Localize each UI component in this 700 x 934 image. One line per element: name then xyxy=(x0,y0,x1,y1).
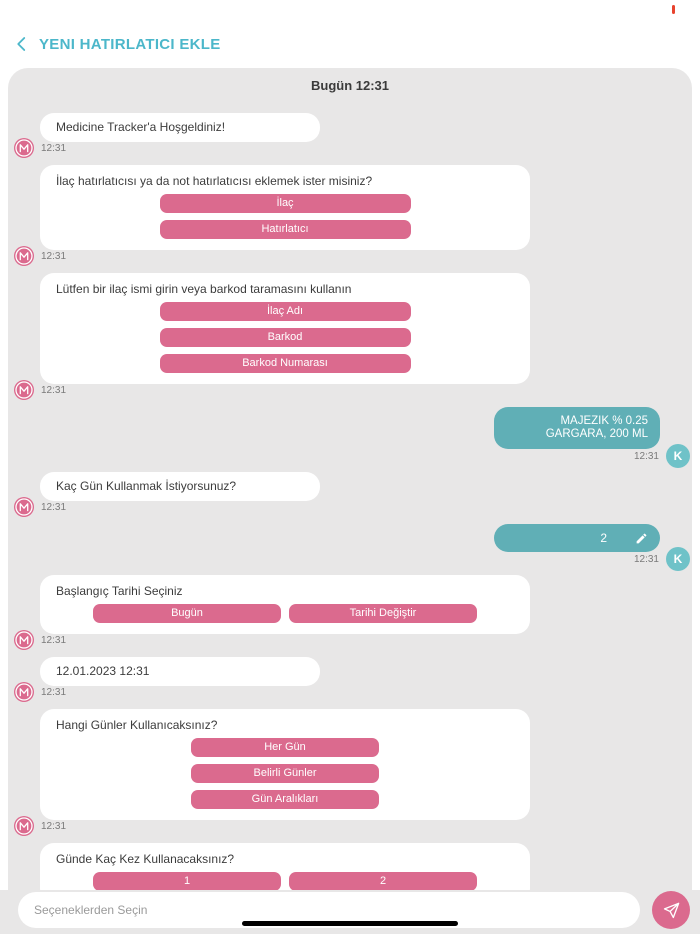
user-message-bubble: 2 xyxy=(494,524,660,552)
medicine-tracker-logo-icon xyxy=(15,631,33,649)
message-meta: 12:31 xyxy=(14,497,692,517)
quick-reply-button-1[interactable]: 1 xyxy=(93,872,281,890)
user-avatar: K xyxy=(666,547,690,571)
message-meta: 12:31 xyxy=(14,630,692,650)
quick-reply-group: Her Gün Belirli Günler Gün Aralıkları xyxy=(56,738,514,809)
quick-reply-group: 1 2 xyxy=(56,872,514,890)
message-group: Başlangıç Tarihi Seçiniz Bugün Tarihi De… xyxy=(8,575,692,650)
message-list: Medicine Tracker'a Hoşgeldiniz! 12:31 İl… xyxy=(8,94,692,890)
timestamp: 12:31 xyxy=(41,686,67,698)
send-button[interactable] xyxy=(652,891,690,929)
date-header: Bugün 12:31 xyxy=(310,78,389,93)
edit-pencil-icon[interactable] xyxy=(635,532,648,545)
message-meta: 12:31 K xyxy=(8,444,690,468)
message-text: Lütfen bir ilaç ismi girin veya barkod t… xyxy=(56,282,352,296)
medicine-tracker-logo-icon xyxy=(15,247,33,265)
composer-bar xyxy=(0,890,700,934)
home-indicator[interactable] xyxy=(242,921,458,926)
chat-container: Bugün 12:31 Medicine Tracker'a Hoşgeldin… xyxy=(8,68,692,890)
bot-avatar xyxy=(14,630,34,650)
quick-reply-button-gun-araliklari[interactable]: Gün Aralıkları xyxy=(191,790,379,809)
message-meta: 12:31 xyxy=(14,246,692,266)
timestamp: 12:31 xyxy=(41,142,67,154)
message-group: Kaç Gün Kullanmak İstiyorsunuz? 12:31 xyxy=(8,472,692,517)
message-group: Medicine Tracker'a Hoşgeldiniz! 12:31 xyxy=(8,113,692,158)
timestamp: 12:31 xyxy=(41,820,67,832)
message-group: Günde Kaç Kez Kullanacaksınız? 1 2 xyxy=(8,843,692,890)
bot-avatar xyxy=(14,682,34,702)
medicine-tracker-logo-icon xyxy=(15,817,33,835)
message-text: Başlangıç Tarihi Seçiniz xyxy=(56,584,183,598)
bot-avatar xyxy=(14,246,34,266)
back-button[interactable] xyxy=(10,33,34,57)
message-group: Hangi Günler Kullanıcaksınız? Her Gün Be… xyxy=(8,709,692,836)
page-title: YENI HATIRLATICI EKLE xyxy=(39,36,221,53)
message-text: İlaç hatırlatıcısı ya da not hatırlatıcı… xyxy=(56,174,373,188)
send-paper-plane-icon xyxy=(663,902,679,918)
message-text: Hangi Günler Kullanıcaksınız? xyxy=(56,718,218,732)
medicine-tracker-logo-icon xyxy=(15,139,33,157)
quick-reply-button-2[interactable]: 2 xyxy=(289,872,477,890)
bot-message-bubble: 12.01.2023 12:31 xyxy=(40,657,320,686)
quick-reply-button-hatirlatici[interactable]: Hatırlatıcı xyxy=(159,220,411,239)
message-group: Lütfen bir ilaç ismi girin veya barkod t… xyxy=(8,273,692,400)
user-message-bubble: MAJEZIK % 0.25 GARGARA, 200 ML xyxy=(494,407,660,449)
quick-reply-button-barkod-numarasi[interactable]: Barkod Numarası xyxy=(159,354,411,373)
timestamp: 12:31 xyxy=(41,634,67,646)
quick-reply-group: İlaç Adı Barkod Barkod Numarası xyxy=(56,302,514,373)
quick-reply-button-her-gun[interactable]: Her Gün xyxy=(191,738,379,757)
quick-reply-button-ilac[interactable]: İlaç xyxy=(159,194,411,213)
status-indicator xyxy=(672,5,675,14)
timestamp: 12:31 xyxy=(633,450,659,462)
quick-reply-button-tarihi-degistir[interactable]: Tarihi Değiştir xyxy=(289,604,477,623)
message-text: Günde Kaç Kez Kullanacaksınız? xyxy=(56,852,235,866)
message-meta: 12:31 xyxy=(14,380,692,400)
bot-message-bubble: Medicine Tracker'a Hoşgeldiniz! xyxy=(40,113,320,142)
message-meta: 12:31 K xyxy=(8,547,690,571)
bot-avatar xyxy=(14,380,34,400)
quick-reply-button-belirli-gunler[interactable]: Belirli Günler xyxy=(191,764,379,783)
bot-message-bubble: Başlangıç Tarihi Seçiniz Bugün Tarihi De… xyxy=(40,575,530,634)
medicine-tracker-logo-icon xyxy=(15,381,33,399)
message-group: 12.01.2023 12:31 12:31 xyxy=(8,657,692,702)
message-meta: 12:31 xyxy=(14,816,692,836)
message-group: 2 12:31 K xyxy=(8,524,692,571)
bot-avatar xyxy=(14,138,34,158)
message-meta: 12:31 xyxy=(14,682,692,702)
message-group: İlaç hatırlatıcısı ya da not hatırlatıcı… xyxy=(8,165,692,266)
quick-reply-button-barkod[interactable]: Barkod xyxy=(159,328,411,347)
medicine-tracker-logo-icon xyxy=(15,498,33,516)
timestamp: 12:31 xyxy=(41,501,67,513)
chevron-left-icon xyxy=(13,35,31,56)
timestamp: 12:31 xyxy=(41,250,67,262)
user-avatar: K xyxy=(666,444,690,468)
message-meta: 12:31 xyxy=(14,138,692,158)
app-header: YENI HATIRLATICI EKLE xyxy=(0,0,700,68)
message-text: 12.01.2023 12:31 xyxy=(56,664,150,678)
bot-message-bubble: Hangi Günler Kullanıcaksınız? Her Gün Be… xyxy=(40,709,530,820)
bot-avatar xyxy=(14,816,34,836)
quick-reply-group: İlaç Hatırlatıcı xyxy=(56,194,514,239)
timestamp: 12:31 xyxy=(41,384,67,396)
message-text: Medicine Tracker'a Hoşgeldiniz! xyxy=(56,120,226,134)
message-text: 2 xyxy=(600,530,607,545)
medicine-tracker-logo-icon xyxy=(15,683,33,701)
quick-reply-group: Bugün Tarihi Değiştir xyxy=(56,604,514,623)
quick-reply-button-bugun[interactable]: Bugün xyxy=(93,604,281,623)
quick-reply-button-ilac-adi[interactable]: İlaç Adı xyxy=(159,302,411,321)
bot-avatar xyxy=(14,497,34,517)
bot-message-bubble: Günde Kaç Kez Kullanacaksınız? 1 2 xyxy=(40,843,530,890)
timestamp: 12:31 xyxy=(633,553,659,565)
bot-message-bubble: İlaç hatırlatıcısı ya da not hatırlatıcı… xyxy=(40,165,530,250)
message-text: MAJEZIK % 0.25 GARGARA, 200 ML xyxy=(545,415,648,440)
message-text: Kaç Gün Kullanmak İstiyorsunuz? xyxy=(56,479,237,493)
bot-message-bubble: Kaç Gün Kullanmak İstiyorsunuz? xyxy=(40,472,320,501)
bot-message-bubble: Lütfen bir ilaç ismi girin veya barkod t… xyxy=(40,273,530,384)
message-group: MAJEZIK % 0.25 GARGARA, 200 ML 12:31 K xyxy=(8,407,692,468)
